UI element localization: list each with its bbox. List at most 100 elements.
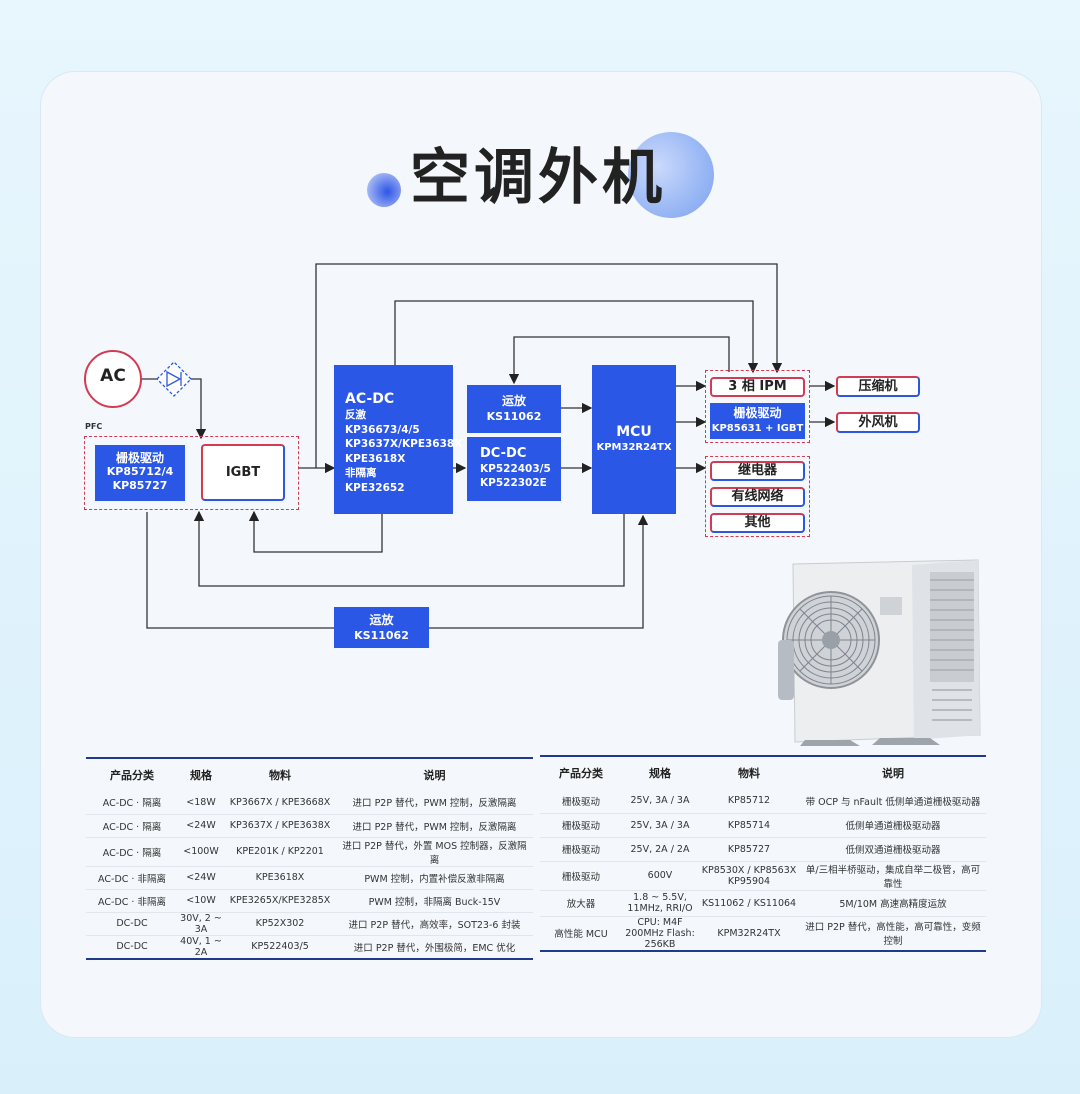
column-header: 规格 — [649, 767, 671, 780]
opamp1-part: KS11062 — [486, 410, 542, 423]
table-cell: DC-DC — [86, 912, 178, 936]
table-cell: KP522403/5 — [224, 935, 336, 959]
wired-network-block: 有线网络 — [710, 487, 805, 507]
table-cell: 栅极驱动 — [540, 837, 622, 862]
table-cell: 栅极驱动 — [540, 813, 622, 838]
peripheral-group — [705, 456, 810, 537]
acdc-title: AC-DC — [345, 391, 395, 407]
column-header: 产品分类 — [559, 767, 603, 780]
opamp2-part: KS11062 — [354, 629, 409, 642]
table-cell: 低侧双通道栅极驱动器 — [800, 837, 986, 862]
acdc-line4: KPE3618X — [345, 452, 406, 465]
table-cell: <10W — [178, 889, 224, 913]
mcu-part: KPM32R24TX — [596, 442, 672, 453]
pfc-group — [84, 436, 299, 510]
table-cell: 进口 P2P 替代，PWM 控制，反激隔离 — [336, 791, 533, 815]
gate-driver-pfc-title: 栅极驱动 — [115, 451, 164, 465]
relay-block: 继电器 — [710, 461, 805, 481]
gate-driver-ipm-title: 栅极驱动 — [733, 406, 782, 420]
table-cell: KPE3618X — [224, 866, 336, 890]
table-cell: <24W — [178, 866, 224, 890]
table-cell: 进口 P2P 替代，高效率，SOT23-6 封装 — [336, 912, 533, 936]
wired-network-label: 有线网络 — [731, 489, 784, 504]
acdc-line2: KP36673/4/5 — [345, 423, 420, 436]
opamp-block-2: 运放 KS11062 — [334, 607, 429, 648]
gate-driver-pfc-part1: KP85712/4 — [106, 465, 174, 478]
dcdc-part1: KP522403/5 — [480, 463, 551, 475]
column-header: 规格 — [190, 769, 212, 782]
table-cell: <100W — [178, 837, 224, 867]
column-header: 物料 — [738, 767, 760, 780]
ipm-group — [705, 370, 810, 443]
page-title: 空调外机 — [410, 143, 666, 213]
table-cell: 25V, 2A / 2A — [622, 837, 698, 862]
table-cell: 40V, 1 ~ 2A — [178, 935, 224, 959]
table-cell: 带 OCP 与 nFault 低侧单通道栅极驱动器 — [800, 789, 986, 814]
acdc-block: AC-DC 反激 KP36673/4/5 KP3637X/KPE3638X KP… — [334, 365, 463, 514]
acdc-line3: KP3637X/KPE3638X — [345, 438, 463, 450]
table-cell: 栅极驱动 — [540, 861, 622, 891]
table-cell: 25V, 3A / 3A — [622, 813, 698, 838]
table-cell: AC-DC · 非隔离 — [86, 889, 178, 913]
table-cell: <18W — [178, 791, 224, 815]
gate-driver-pfc-part2: KP85727 — [112, 479, 168, 492]
table-cell: AC-DC · 隔离 — [86, 791, 178, 815]
table-cell: KS11062 / KS11064 — [698, 890, 800, 917]
table-cell: 低侧单通道栅极驱动器 — [800, 813, 986, 838]
gate-driver-ipm-part: KP85631 + IGBT — [711, 423, 804, 434]
table-cell: 进口 P2P 替代，外围极简，EMC 优化 — [336, 935, 533, 959]
table-cell: KP3667X / KPE3668X — [224, 791, 336, 815]
gate-driver-ipm: 栅极驱动 KP85631 + IGBT — [710, 403, 805, 439]
table-cell: AC-DC · 非隔离 — [86, 866, 178, 890]
table-cell: 单/三相半桥驱动，集成自举二极管，高可靠性 — [800, 861, 986, 891]
table-cell: 25V, 3A / 3A — [622, 789, 698, 814]
table-cell: KP52X302 — [224, 912, 336, 936]
table-cell: 进口 P2P 替代，PWM 控制，反激隔离 — [336, 814, 533, 838]
table-header-row: 产品分类 规格 物料 说明 — [540, 756, 986, 789]
table-cell: KPM32R24TX — [698, 916, 800, 951]
table-cell: 栅极驱动 — [540, 789, 622, 814]
table-cell: KPE3265X/KPE3285X — [224, 889, 336, 913]
fan-label: 外风机 — [858, 415, 898, 430]
ipm-block: 3 相 IPM — [710, 377, 805, 397]
opamp-block-1: 运放 KS11062 — [467, 385, 561, 433]
decor-dot-large — [628, 132, 714, 218]
table-cell: KP85712 — [698, 789, 800, 814]
compressor-label: 压缩机 — [858, 379, 898, 394]
table-cell: 进口 P2P 替代，外置 MOS 控制器，反激隔离 — [336, 837, 533, 867]
other-block: 其他 — [710, 513, 805, 533]
gate-driver-pfc: 栅极驱动 KP85712/4 KP85727 — [95, 445, 185, 501]
relay-label: 继电器 — [737, 463, 777, 478]
table-cell: 5M/10M 高速高精度运放 — [800, 890, 986, 917]
table-cell: KP85727 — [698, 837, 800, 862]
acdc-line5: 非隔离 — [345, 467, 377, 479]
fan-block: 外风机 — [836, 412, 920, 433]
table-cell: KP8530X / KP8563X KP95904 — [698, 861, 800, 891]
opamp2-title: 运放 — [369, 613, 394, 627]
table-cell: AC-DC · 隔离 — [86, 837, 178, 867]
acdc-line6: KPE32652 — [345, 481, 405, 494]
other-label: 其他 — [744, 515, 771, 530]
igbt-block: IGBT — [201, 444, 285, 501]
dcdc-title: DC-DC — [480, 446, 527, 461]
pfc-label: PFC — [85, 422, 103, 431]
table-cell: KPE201K / KP2201 — [224, 837, 336, 867]
table-cell: 进口 P2P 替代，高性能，高可靠性，变频控制 — [800, 916, 986, 951]
dcdc-part2: KP522302E — [480, 477, 547, 489]
igbt-label: IGBT — [225, 465, 261, 480]
table-cell: PWM 控制，非隔离 Buck-15V — [336, 889, 533, 913]
ipm-label: 3 相 IPM — [728, 379, 787, 394]
compressor-block: 压缩机 — [836, 376, 920, 397]
table-cell: <24W — [178, 814, 224, 838]
